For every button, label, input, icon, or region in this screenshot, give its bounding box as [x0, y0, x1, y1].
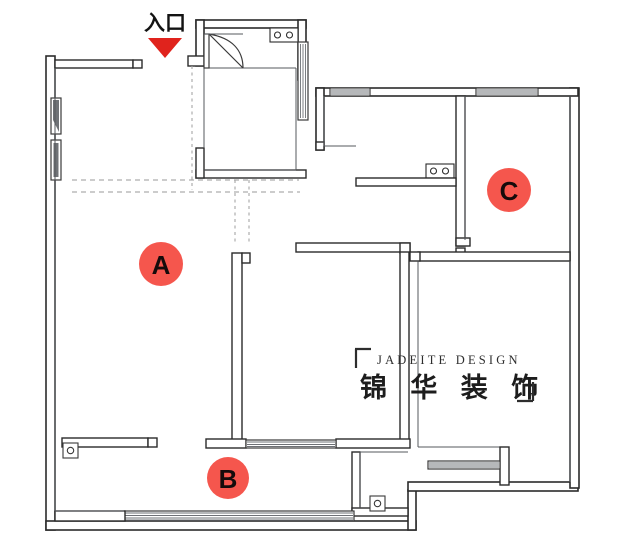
center-room-wall-left-head [241, 252, 251, 264]
room-c-wall-left-foot [455, 237, 471, 247]
watermark-english: JADEITE DESIGN [377, 353, 521, 367]
exterior-wall-bottom-right [407, 481, 579, 492]
exterior-walls [45, 19, 580, 531]
demolished-walls [72, 66, 300, 245]
wall-entry-jamb [132, 59, 143, 69]
lower-left-wall-jamb [147, 437, 158, 448]
window-room-c-top-right [475, 87, 539, 97]
cooktop-room-c-icon [425, 163, 455, 179]
watermark-bracket-right-icon [517, 382, 535, 403]
center-room-wall-bottom-right [335, 438, 411, 449]
partition-entry-top [54, 59, 143, 69]
exterior-wall-kitchen-left-upper [195, 19, 205, 61]
window-right-lower [427, 460, 501, 470]
right-lower-wall-top-jamb [409, 251, 421, 262]
center-room-wall-top [295, 242, 411, 253]
center-room-wall-left [231, 252, 243, 448]
right-lower-wall-top [417, 251, 571, 262]
floor-drain-bottom-right-icon [369, 495, 386, 512]
window-balcony-bottom [54, 510, 355, 522]
room-right-lower [409, 251, 571, 486]
shell-inner-hairlines [54, 68, 124, 512]
exterior-wall-top-kitchen [195, 19, 307, 29]
kitchen-wall-bottom [195, 169, 307, 179]
door-center-room [245, 439, 337, 449]
window-room-c-top-left [329, 87, 371, 97]
bath-wall-left [351, 451, 361, 515]
room-center [205, 242, 411, 449]
window-left-lower [50, 139, 62, 181]
zone-marker-b[interactable]: B [207, 457, 249, 499]
cooktop-kitchen-icon [269, 27, 299, 43]
room-c-counter [355, 177, 457, 187]
door-kitchen [203, 33, 244, 69]
wall-entry-stub [54, 59, 134, 69]
watermark: JADEITE DESIGN 锦 华 装 饰 [354, 347, 545, 404]
window-left-upper [50, 97, 62, 135]
small-room-wall-jamb [315, 141, 325, 151]
center-room-wall-bottom-left [205, 438, 247, 449]
kitchen-wall-left-lower [195, 147, 205, 179]
watermark-chinese: 锦 华 装 饰 [360, 372, 545, 404]
entrance-label: 入口 [144, 11, 186, 35]
zone-marker-b-label: B [219, 464, 238, 494]
zone-marker-b-circle[interactable] [207, 457, 249, 499]
exterior-wall-top-right-return [315, 87, 325, 151]
exterior-wall-bottom-left [45, 520, 417, 531]
window-kitchen-right [297, 41, 309, 121]
room-upper-right-small [315, 96, 356, 151]
zone-marker-c[interactable]: C [487, 168, 531, 212]
room-kitchen [187, 27, 309, 179]
down-triangle-icon [148, 38, 182, 58]
zone-marker-a[interactable]: A [139, 242, 183, 286]
balcony-wall-left [54, 510, 126, 522]
zone-marker-c-label: C [500, 176, 519, 206]
room-bottom-right-bath [351, 451, 409, 517]
zone-marker-a-label: A [152, 250, 171, 280]
floor-drain-left-icon [62, 442, 79, 459]
exterior-wall-bottom-step [407, 489, 417, 531]
watermark-bracket-left-icon [354, 347, 371, 368]
partition-lower-left [61, 437, 158, 459]
room-c-wall-left [455, 95, 466, 247]
exterior-wall-right [569, 87, 580, 489]
zone-marker-a-circle[interactable] [139, 242, 183, 286]
entrance-marker: 入口 [144, 11, 186, 58]
kitchen-door-jamb [187, 55, 205, 67]
center-room-wall-right [399, 251, 410, 448]
right-lower-wall-step [499, 446, 510, 486]
zone-marker-c-circle[interactable] [487, 168, 531, 212]
room-c [329, 87, 571, 270]
